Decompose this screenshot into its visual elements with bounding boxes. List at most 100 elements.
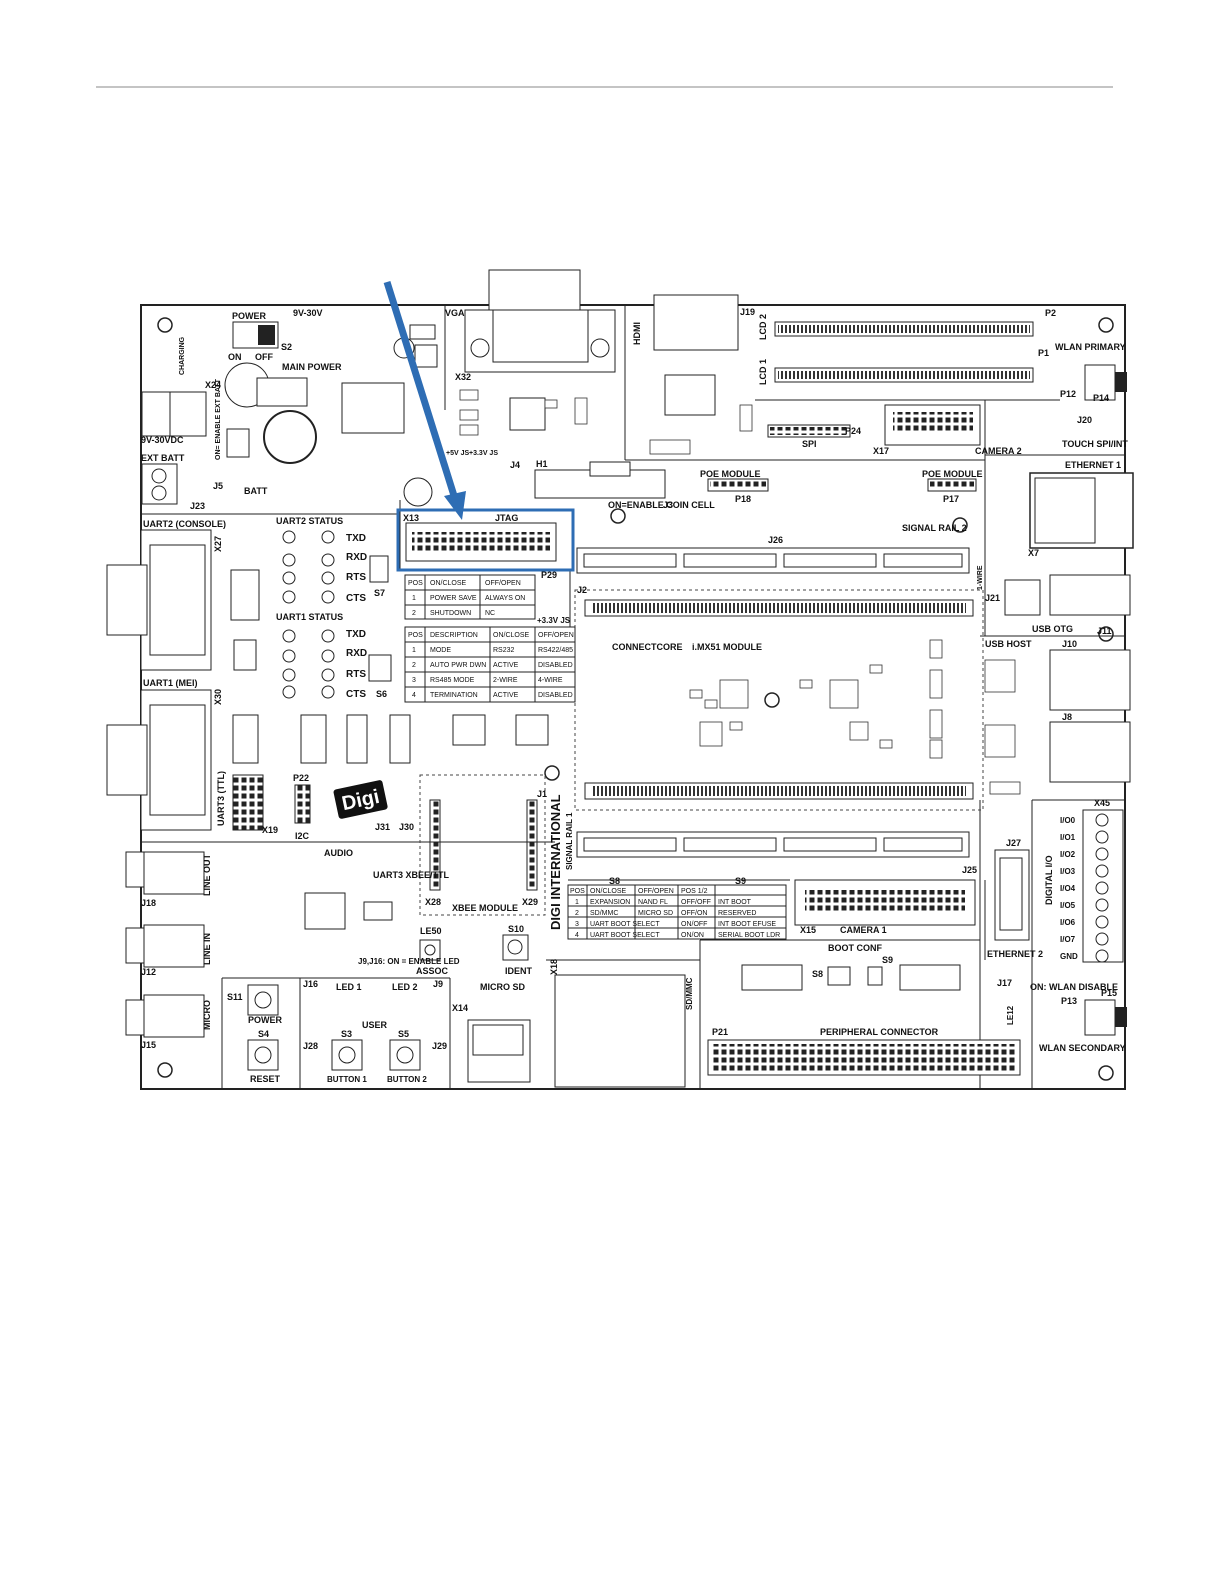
table-s6-cell: 2 (412, 662, 416, 669)
label-xbee-module: XBEE MODULE (452, 903, 518, 913)
label-line-in: LINE IN (202, 933, 212, 965)
label-x19: X19 (262, 825, 278, 835)
table-s9-cell: OFF/ON (681, 910, 707, 917)
label-main-power: MAIN POWER (282, 362, 342, 372)
table-s6-cell: 4 (412, 692, 416, 699)
label-x18: X18 (549, 959, 559, 975)
label-x24: X24 (205, 380, 221, 390)
label-p22: P22 (293, 773, 309, 783)
label-io3: I/O3 (1060, 867, 1076, 876)
label-s7: S7 (374, 588, 385, 598)
label-signal-rail-1: SIGNAL RAIL 1 (565, 812, 574, 870)
label-s9-boot: S9 (882, 955, 893, 965)
table-s6: POS DESCRIPTION ON/CLOSE OFF/OPEN 1 MODE… (404, 626, 576, 703)
table-s6-header: ON/CLOSE (493, 632, 530, 639)
table-s7-cell: 2 (412, 610, 416, 617)
table-s9-cell: RESERVED (718, 910, 756, 917)
label-s5: S5 (398, 1029, 409, 1039)
table-s7-cell: ALWAYS ON (485, 595, 525, 602)
label-uart2-status: UART2 STATUS (276, 516, 343, 526)
label-power: POWER (232, 311, 267, 321)
label-p2: P2 (1045, 308, 1056, 318)
label-digital-io: DIGITAL I/O (1044, 855, 1054, 905)
label-lcd1: LCD 1 (758, 359, 768, 385)
label-micro-sd: MICRO SD (480, 982, 526, 992)
label-j15: J15 (141, 1040, 156, 1050)
label-micro: MICRO (202, 1000, 212, 1030)
label-uart3-ttl: UART3 (TTL) (216, 771, 226, 826)
label-wlan-disable: ON: WLAN DISABLE (1030, 982, 1118, 992)
table-s8-cell: SD/MMC (590, 910, 618, 917)
table-s9: POS 1/2 OFF/OFF INT BOOT OFF/ON RESERVED… (677, 884, 787, 940)
table-s6-cell: ACTIVE (493, 662, 519, 669)
label-digi-international: DIGI INTERNATIONAL (548, 794, 563, 930)
label-j9: J9 (433, 979, 443, 989)
label-button2: BUTTON 2 (387, 1075, 427, 1084)
table-s9-cell: INT BOOT (718, 899, 752, 906)
table-s7-cell: NC (485, 610, 495, 617)
label-p14: P14 (1093, 393, 1109, 403)
label-jtag: JTAG (495, 513, 518, 523)
table-s7-header: POS (408, 580, 423, 587)
label-poe-module-1: POE MODULE (700, 469, 761, 479)
label-cts-1: CTS (346, 689, 366, 700)
label-j28: J28 (303, 1041, 318, 1051)
label-hdmi: HDMI (632, 322, 642, 345)
label-io4: I/O4 (1060, 884, 1076, 893)
label-signal-rail-2: SIGNAL RAIL 2 (902, 523, 967, 533)
label-io1: I/O1 (1060, 833, 1076, 842)
label-cts-2: CTS (346, 593, 366, 604)
label-j19: J19 (740, 307, 755, 317)
label-p29: P29 (541, 570, 557, 580)
label-ext-batt: EXT BATT (141, 453, 185, 463)
label-p12: P12 (1060, 389, 1076, 399)
label-s9: S9 (735, 876, 746, 886)
label-io7: I/O7 (1060, 935, 1076, 944)
label-led2: LED 2 (392, 982, 418, 992)
label-j31: J31 (375, 822, 390, 832)
label-j18: J18 (141, 898, 156, 908)
label-x7: X7 (1028, 548, 1039, 558)
label-reset: RESET (250, 1074, 281, 1084)
label-s11: S11 (227, 992, 243, 1002)
label-button1: BUTTON 1 (327, 1075, 367, 1084)
table-s8-header: OFF/OPEN (638, 888, 674, 895)
label-camera1: CAMERA 1 (840, 925, 887, 935)
label-imx51: i.MX51 MODULE (692, 642, 762, 652)
label-h1: H1 (536, 459, 548, 469)
label-poe-module-2: POE MODULE (922, 469, 983, 479)
label-j9j16: J9,J16: ON = ENABLE LED (358, 957, 460, 966)
label-wlan-secondary: WLAN SECONDARY (1039, 1043, 1126, 1053)
label-audio: AUDIO (324, 848, 353, 858)
label-j21: J21 (985, 593, 1000, 603)
label-x45: X45 (1094, 798, 1110, 808)
label-j29: J29 (432, 1041, 447, 1051)
label-assoc: ASSOC (416, 966, 449, 976)
table-s6-header: POS (408, 632, 423, 639)
table-s9-header: POS 1/2 (681, 888, 708, 895)
label-usb-otg: USB OTG (1032, 624, 1073, 634)
label-uart3-xbee: UART3 XBEE/TTL (373, 870, 450, 880)
table-s7-header: OFF/OPEN (485, 580, 521, 587)
label-vga: VGA (445, 308, 465, 318)
label-j26: J26 (768, 535, 783, 545)
label-j20: J20 (1077, 415, 1092, 425)
table-s9-cell: OFF/OFF (681, 899, 711, 906)
label-x28: X28 (425, 897, 441, 907)
label-io5: I/O5 (1060, 901, 1076, 910)
label-le50: LE50 (420, 926, 442, 936)
label-vin: 9V-30VDC (141, 435, 184, 445)
table-s7-cell: POWER SAVE (430, 595, 477, 602)
label-le12: LE12 (1006, 1005, 1015, 1025)
label-rts-1: RTS (346, 669, 366, 680)
label-s8: S8 (609, 876, 620, 886)
label-p15: P15 (1101, 988, 1117, 998)
label-j3: J3 (663, 500, 673, 510)
label-s2: S2 (281, 342, 292, 352)
label-boot-conf: BOOT CONF (828, 943, 882, 953)
label-x14: X14 (452, 1003, 468, 1013)
label-rxd-2: RXD (346, 552, 367, 563)
table-s8-cell: 3 (575, 921, 579, 928)
table-s7-header: ON/CLOSE (430, 580, 467, 587)
